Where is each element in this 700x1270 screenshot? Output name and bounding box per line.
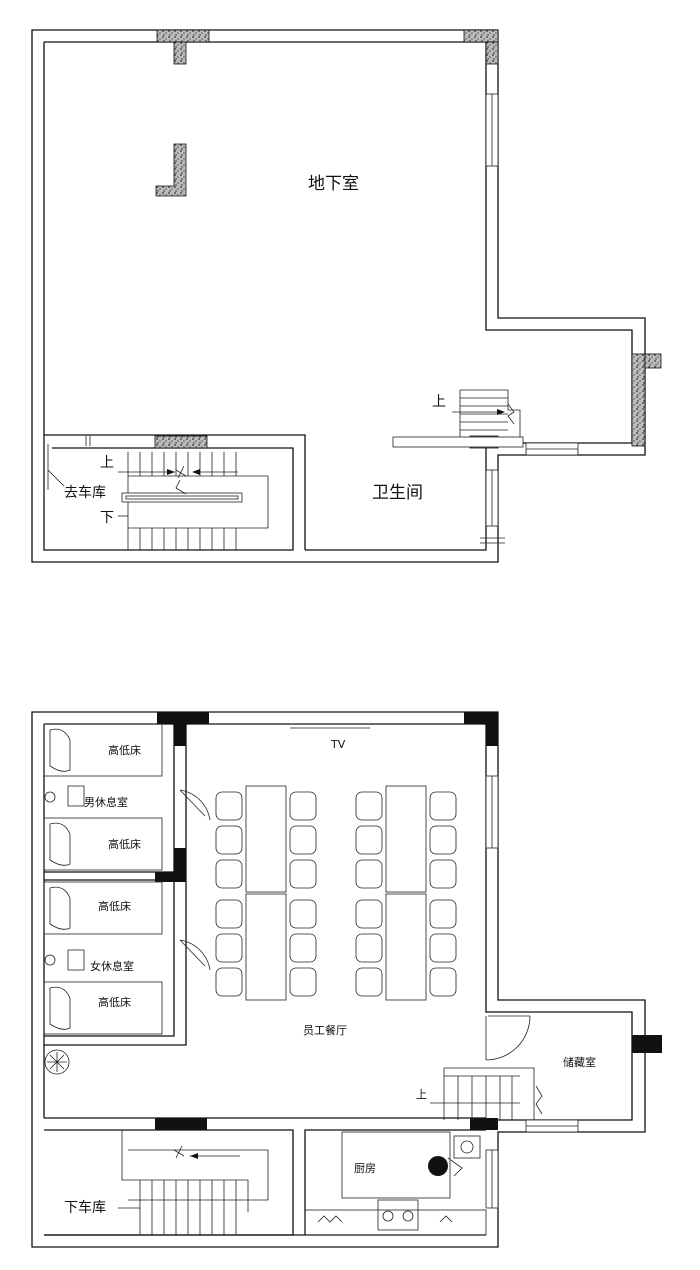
- column-l: [155, 143, 187, 197]
- dining-tables: [215, 785, 457, 1001]
- ground-plan: [31, 711, 662, 1248]
- column: [485, 41, 499, 65]
- room-label-bathroom: 卫生间: [372, 483, 423, 503]
- label-bunk-bed-3: 高低床: [98, 899, 131, 913]
- label-stair-up: 上: [416, 1088, 427, 1101]
- dormitory-wall: [44, 724, 187, 1046]
- basement-inner-wall-lower: [43, 42, 294, 551]
- column: [173, 41, 187, 65]
- bottom-rooms-wall: [44, 1117, 486, 1236]
- label-male-rest-room: 男休息室: [84, 795, 128, 809]
- stair-label-up-left: 上: [100, 455, 114, 471]
- label-female-rest-room: 女休息室: [90, 959, 134, 973]
- ground-outer-wall: [31, 711, 646, 1248]
- slab: [392, 436, 524, 448]
- door: [47, 436, 91, 490]
- column: [631, 353, 646, 447]
- stair-label-up-right: 上: [432, 394, 446, 410]
- left-stair: [118, 452, 243, 550]
- room-label-basement: 地下室: [308, 174, 359, 194]
- stair-label-down-left: 下: [100, 510, 114, 526]
- column: [644, 353, 662, 369]
- label-storage-room: 储藏室: [563, 1055, 596, 1069]
- label-kitchen: 厨房: [354, 1162, 376, 1175]
- column: [156, 29, 210, 43]
- label-bunk-bed-2: 高低床: [108, 837, 141, 851]
- label-bunk-bed-4: 高低床: [98, 995, 131, 1009]
- basement-outer-wall: [31, 29, 646, 563]
- label-garage-down: 下车库: [64, 1199, 106, 1216]
- ground-inner-wall: [43, 723, 633, 1121]
- label-tv: TV: [330, 738, 346, 751]
- basement-plan: [31, 29, 662, 563]
- label-bunk-bed-1: 高低床: [108, 743, 141, 757]
- bunk-beds: [43, 723, 163, 1035]
- garage-stair: [118, 1130, 269, 1235]
- column: [154, 435, 208, 449]
- plant-icon: [44, 1049, 70, 1075]
- stair-label-to-garage: 去车库: [64, 484, 106, 501]
- right-stair: [452, 389, 521, 437]
- kitchen-fixtures: [304, 1131, 487, 1236]
- basement-inner-wall: [44, 41, 633, 444]
- stair-frame: [128, 475, 269, 529]
- label-staff-canteen: 员工餐厅: [303, 1023, 347, 1037]
- column: [463, 29, 499, 43]
